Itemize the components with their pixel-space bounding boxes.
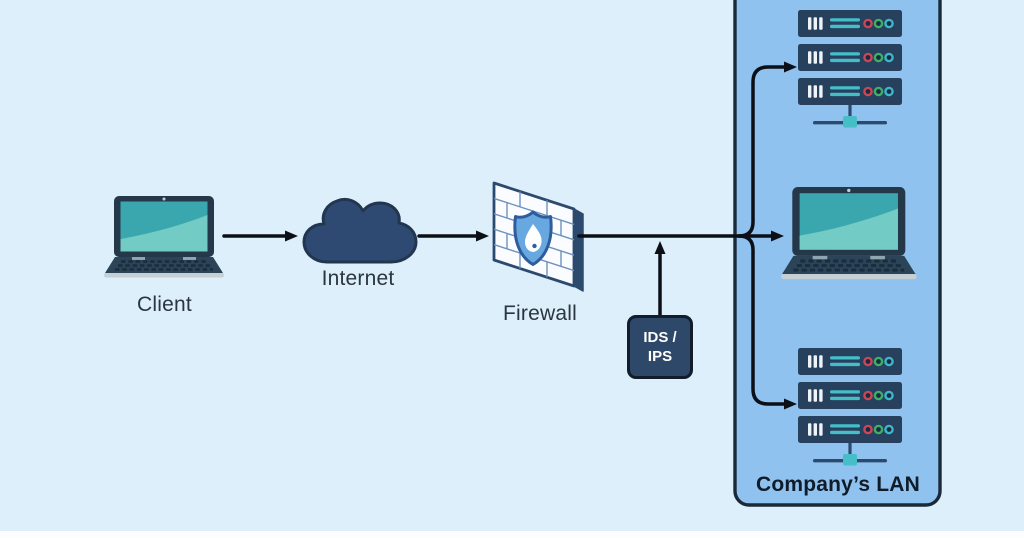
server-unit-icon [796, 346, 904, 377]
arrowheads [285, 61, 797, 410]
arrow-branch-up [737, 65, 786, 238]
server-unit-icon [796, 76, 904, 107]
bottom-margin-strip [0, 531, 1024, 538]
client-label: Client [137, 293, 192, 316]
ids-ips-label-line2: IPS [647, 348, 673, 365]
firewall-label: Firewall [503, 302, 577, 325]
server-unit-icon [796, 42, 904, 73]
server-unit-icon [796, 8, 904, 39]
shield-icon [513, 210, 553, 266]
connection-arrows [222, 65, 786, 406]
lan-label: Company’s LAN [755, 473, 920, 496]
lan-laptop-icon [779, 185, 919, 281]
ids-ips-label-line1: IDS / [643, 328, 677, 346]
internet-label: Internet [321, 267, 395, 290]
cloud-icon [302, 197, 418, 264]
server-unit-icon [796, 380, 904, 411]
server-unit-icon [796, 414, 904, 445]
arrow-branch-down [737, 234, 786, 406]
ids-ips-box: IDS / IPS [627, 315, 693, 379]
client-laptop-icon [102, 194, 226, 279]
firewall-icon [492, 181, 584, 292]
